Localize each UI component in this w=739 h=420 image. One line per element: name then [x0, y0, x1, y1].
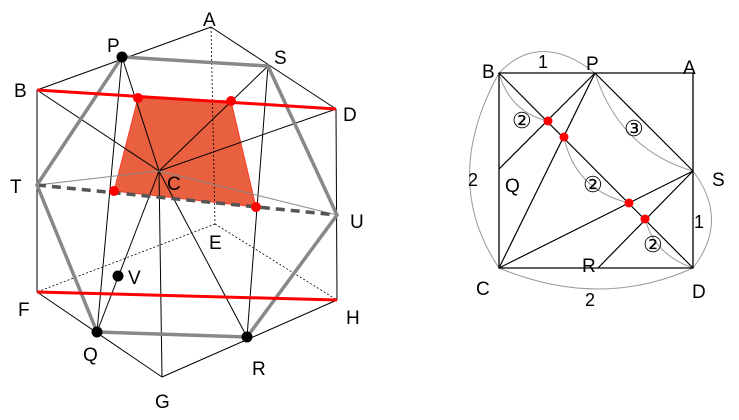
- arc-label-red-D: ②: [643, 232, 663, 257]
- label-D-right: D: [692, 282, 706, 303]
- edge-label-CD: 2: [585, 290, 595, 310]
- red-point-right-3: [624, 198, 634, 208]
- label-R-right: R: [582, 256, 596, 277]
- label-P-right: P: [586, 54, 599, 75]
- label-R: R: [252, 359, 266, 380]
- hidden-edge-EH: [214, 223, 338, 301]
- edge-CB: [36, 89, 160, 172]
- red-line-BD: [36, 88, 337, 111]
- label-B-right: B: [482, 62, 495, 83]
- edge-label-BP: 1: [538, 52, 548, 72]
- label-B: B: [14, 81, 27, 102]
- red-point-right-2: [559, 132, 569, 142]
- label-T: T: [10, 177, 22, 198]
- point-V: [112, 270, 124, 282]
- label-U: U: [350, 212, 364, 233]
- label-Q: Q: [83, 345, 98, 366]
- point-Q: [91, 326, 103, 338]
- segment-CS: [498, 170, 694, 269]
- arc-B-red: [498, 72, 549, 122]
- label-C: C: [167, 174, 181, 195]
- red-point-1: [133, 93, 143, 103]
- edge-CU: [158, 170, 338, 216]
- label-S-right: S: [712, 170, 725, 191]
- cross-section-quadrilateral: [113, 97, 257, 208]
- square-net-figure: [469, 51, 712, 290]
- arc-CD: [498, 267, 694, 290]
- edge-CG: [158, 170, 163, 378]
- label-A: A: [203, 10, 216, 31]
- label-Q-right: Q: [505, 176, 520, 197]
- arc-red-red: [563, 136, 630, 204]
- arc-BP: [498, 51, 596, 74]
- arc-SD: [692, 170, 712, 269]
- red-point-4: [109, 186, 119, 196]
- dashed-line-TU: [36, 183, 338, 217]
- label-V: V: [128, 268, 141, 289]
- label-S: S: [274, 48, 287, 69]
- red-point-3: [251, 202, 261, 212]
- label-D: D: [343, 105, 357, 126]
- edge-label-SD: 1: [694, 212, 704, 232]
- edge-AD: [210, 26, 337, 110]
- edge-label-BC: 2: [468, 170, 478, 190]
- arc-label-PS: ③: [624, 116, 644, 141]
- label-G: G: [155, 392, 170, 413]
- label-H: H: [346, 308, 360, 329]
- arc-PS: [594, 72, 694, 172]
- red-point-right-1: [543, 116, 553, 126]
- edge-CP: [121, 56, 160, 172]
- arc-label-B-red: ②: [512, 108, 532, 133]
- hidden-edge-AE: [210, 26, 216, 225]
- point-P: [116, 51, 128, 63]
- red-point-right-4: [640, 214, 650, 224]
- red-line-FH: [36, 290, 338, 302]
- arc-red-D: [644, 218, 694, 269]
- edge-CT: [36, 170, 160, 186]
- arc-BC: [469, 72, 500, 269]
- point-R: [241, 331, 253, 343]
- arc-label-red-red: ②: [583, 172, 603, 197]
- segment-BD: [498, 72, 694, 269]
- red-point-2: [226, 96, 236, 106]
- edge-SR: [246, 65, 269, 338]
- label-E: E: [209, 233, 222, 254]
- label-F: F: [18, 300, 30, 321]
- edge-DH: [335, 108, 338, 301]
- edge-CS: [158, 65, 269, 172]
- edge-CD: [158, 108, 337, 172]
- segment-PC: [498, 72, 596, 269]
- label-C-right: C: [476, 279, 490, 300]
- label-P: P: [107, 36, 120, 57]
- edge-PQ: [96, 56, 123, 333]
- label-A-right: A: [683, 58, 696, 79]
- segment-PS: [594, 72, 694, 172]
- cube-cross-section-figure: [35, 26, 340, 378]
